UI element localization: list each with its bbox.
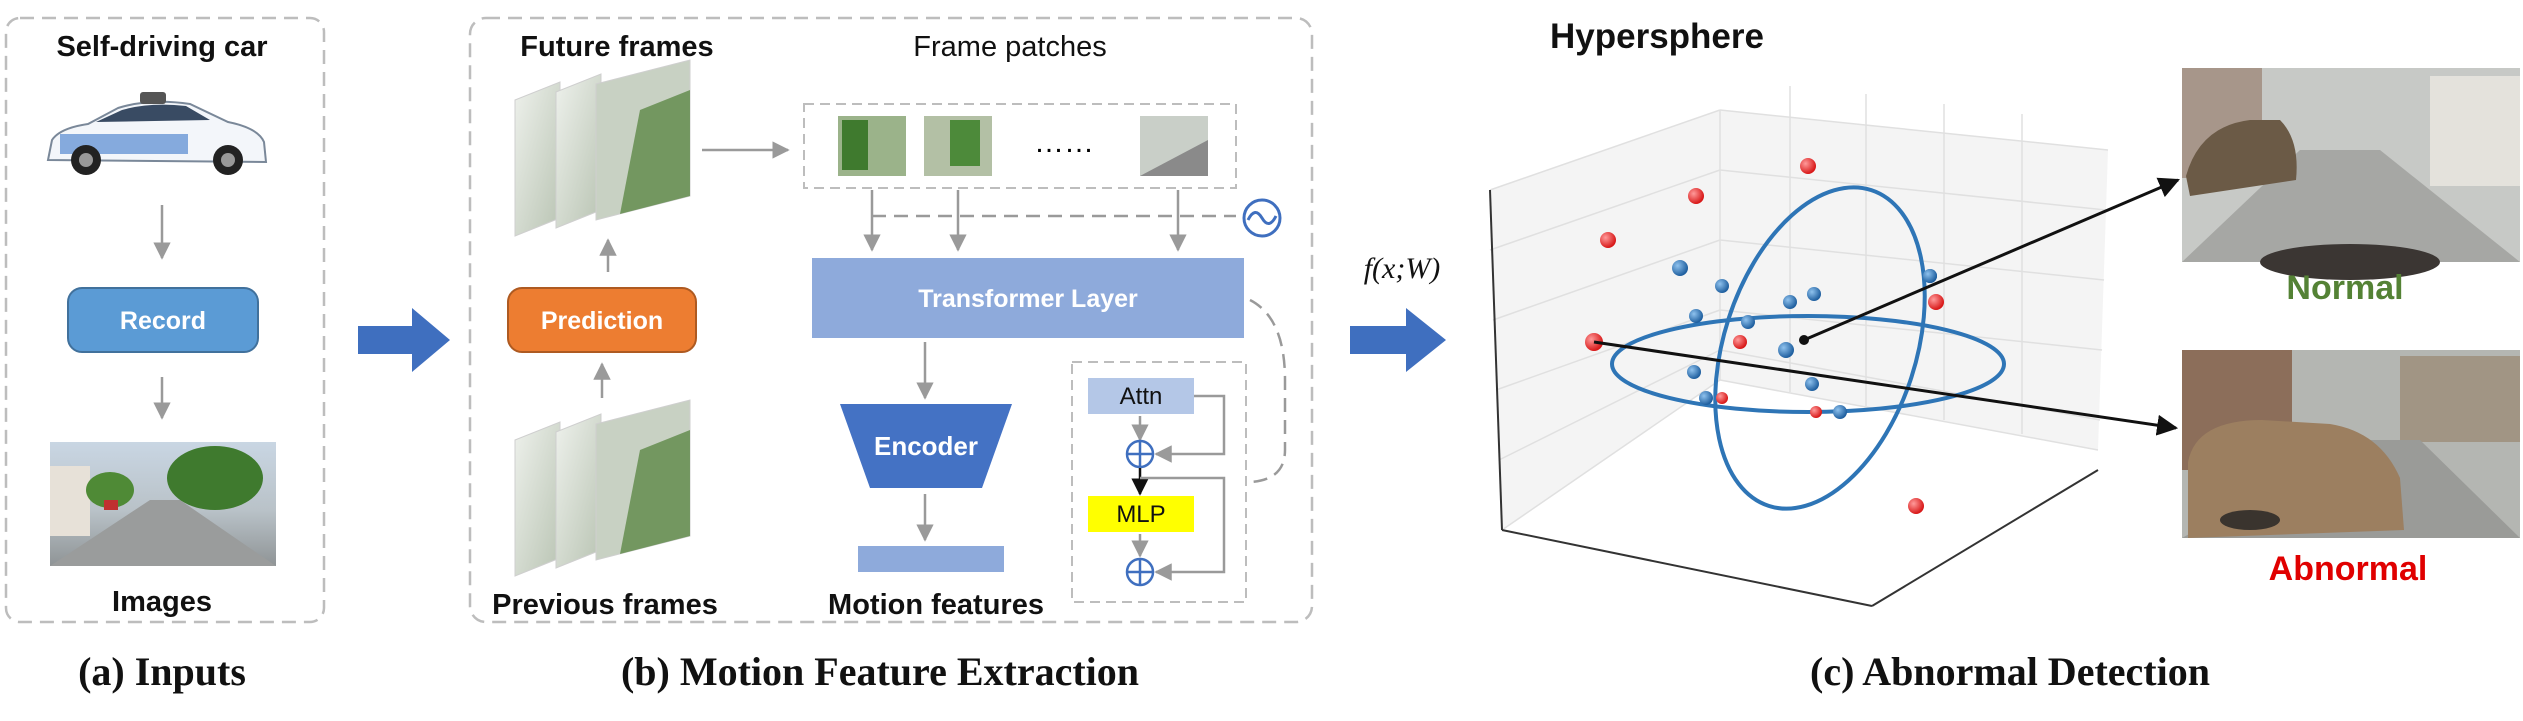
caption-motion-feature-extraction: (b) Motion Feature Extraction [621, 649, 1139, 694]
point-blue [1805, 377, 1819, 391]
future-frames-stack [514, 59, 691, 237]
mlp-box [1088, 496, 1194, 532]
previous-frames-stack [514, 399, 691, 577]
axis-lines [1489, 189, 2099, 607]
prediction-box [507, 287, 697, 353]
point-blue [1689, 309, 1703, 323]
point-red [1716, 392, 1728, 404]
point-red [1810, 406, 1822, 418]
encoder-label: Encoder [874, 431, 978, 461]
hypersphere-label: Hypersphere [1550, 17, 1764, 56]
patches-ellipsis: …… [1034, 126, 1094, 159]
self-driving-car-title: Self-driving car [56, 31, 267, 63]
point-blue [1715, 279, 1729, 293]
point-blue [1778, 342, 1794, 358]
panel-b-border [468, 16, 1314, 624]
3d-axes [1489, 86, 2109, 531]
frame-patches-label: Frame patches [913, 31, 1106, 63]
point-blue [1833, 405, 1847, 419]
point-blue [1923, 269, 1937, 283]
panel-inputs: Self-driving car Record Images [4, 16, 326, 624]
point-red [1928, 294, 1944, 310]
motion-features-label: Motion features [828, 589, 1044, 621]
point-blue [1687, 365, 1701, 379]
point-red [1800, 158, 1816, 174]
point-red [1600, 232, 1616, 248]
arrow-to-abnormal [1593, 340, 2179, 436]
record-box [67, 287, 259, 353]
motion-feature-bar [858, 546, 1004, 572]
prediction-label: Prediction [541, 307, 663, 335]
positional-encoding-icon [1242, 198, 1282, 238]
patch-1 [838, 116, 906, 176]
street-image [50, 442, 276, 566]
panel-a-border [4, 16, 326, 624]
encoder-trapezoid [840, 404, 1012, 488]
residual-add-icon-2 [1125, 557, 1155, 587]
transformer-detail-box [1071, 361, 1247, 603]
patch-3 [1140, 116, 1208, 176]
point-blue [1672, 260, 1688, 276]
residual-add-icon-1 [1125, 439, 1155, 469]
function-label: f(x;W) [1364, 252, 1441, 285]
abnormal-frame-image [2182, 350, 2520, 538]
hypersphere-ring-horizontal [1610, 314, 2006, 414]
normal-frame-image [2182, 68, 2520, 280]
arrow-to-normal [1803, 177, 2180, 342]
attn-label: Attn [1120, 383, 1163, 410]
record-label: Record [120, 307, 206, 335]
self-driving-car-image [46, 92, 268, 175]
abnormal-label: Abnormal [2269, 550, 2428, 588]
transformer-layer-box [812, 258, 1244, 338]
images-label: Images [112, 586, 212, 618]
panel-motion-feature-extraction: Future frames Frame patches Prediction P… [468, 16, 1314, 624]
transformer-layer-label: Transformer Layer [918, 285, 1138, 313]
big-arrow-b-to-c [1350, 308, 1446, 372]
point-blue [1783, 295, 1797, 309]
point-blue [1807, 287, 1821, 301]
point-red [1733, 335, 1747, 349]
hypersphere-ring-vertical [1713, 185, 1927, 511]
point-red [1908, 498, 1924, 514]
previous-frames-label: Previous frames [492, 589, 718, 621]
frame-patches-box [803, 103, 1237, 189]
patch-2 [924, 116, 992, 176]
point-red [1688, 188, 1704, 204]
point-blue [1699, 391, 1713, 405]
panel-abnormal-detection: Hypersphere [1489, 17, 2520, 607]
caption-inputs: (a) Inputs [78, 649, 246, 694]
big-arrow-a-to-b [358, 308, 450, 372]
caption-abnormal-detection: (c) Abnormal Detection [1810, 649, 2210, 694]
future-frames-label: Future frames [520, 31, 713, 63]
normal-label: Normal [2286, 269, 2403, 307]
point-blue [1741, 315, 1755, 329]
attn-box [1088, 378, 1194, 414]
mlp-label: MLP [1116, 501, 1165, 528]
